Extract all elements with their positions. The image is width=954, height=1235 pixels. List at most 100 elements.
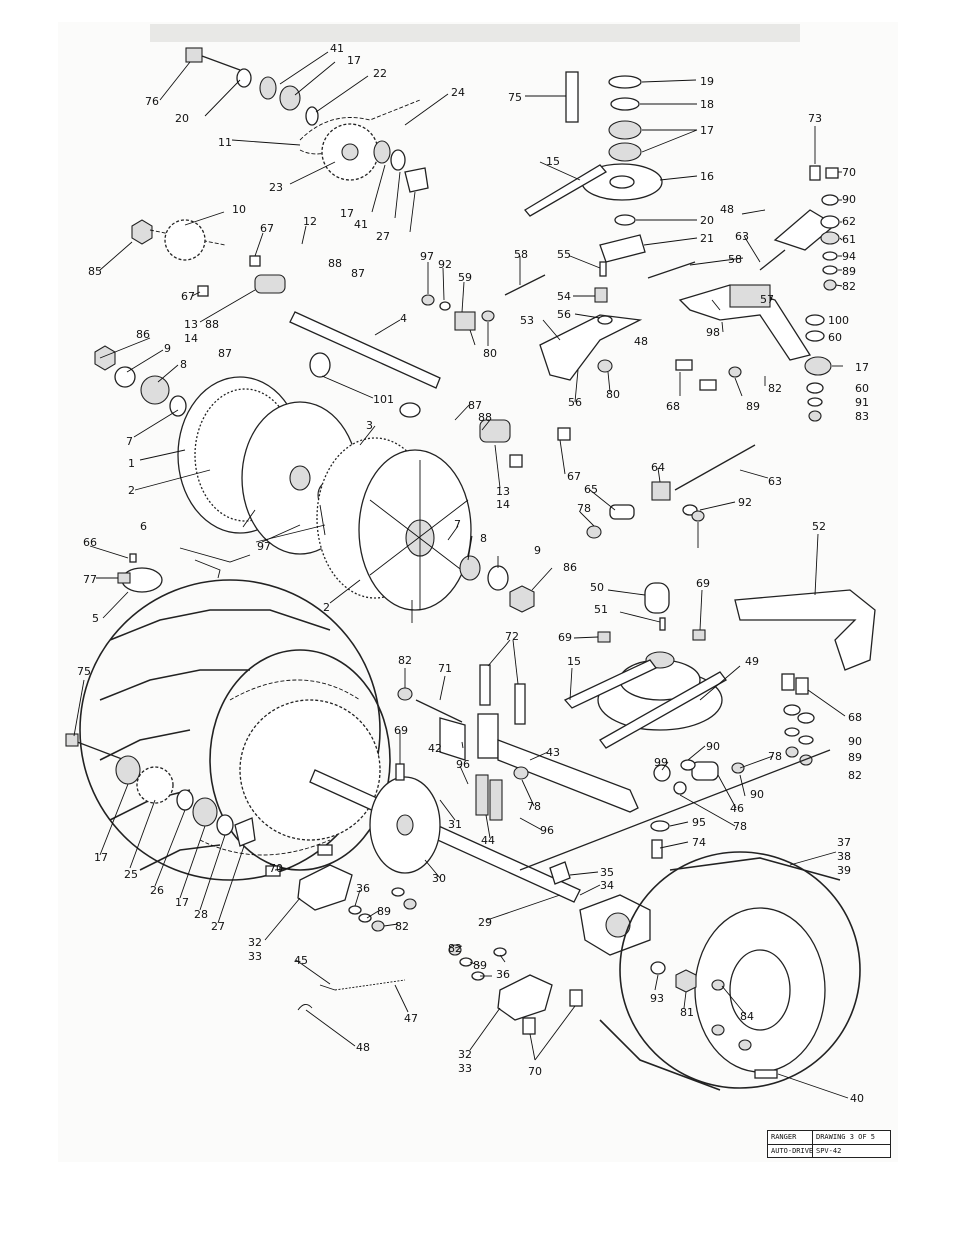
washer-95 (650, 820, 670, 832)
callout: 58 (728, 253, 742, 266)
callout: 87 (351, 267, 365, 280)
bushing-62 (820, 215, 840, 229)
callout: 9 (534, 544, 541, 557)
axle-assembly (309, 664, 831, 956)
bracket-27 (404, 167, 429, 193)
callout: 89 (842, 265, 856, 278)
bracket-42 (439, 717, 466, 761)
belt-15 (524, 164, 608, 217)
callout: 6 (140, 520, 147, 533)
hub-plate-hole (396, 814, 414, 836)
callout: 92 (738, 496, 752, 509)
callout: 99 (654, 756, 668, 769)
bolt-69c (395, 763, 405, 781)
callout: 41 (354, 218, 368, 231)
rod-58 (647, 261, 696, 279)
callout: 61 (842, 233, 856, 246)
pin-48 (297, 1004, 313, 1011)
belt-15c (599, 671, 727, 749)
callout: 36 (496, 968, 510, 981)
callout: 65 (584, 483, 598, 496)
sprocket-25 (136, 766, 174, 804)
bolt-head-76 (185, 47, 203, 63)
belt-15b (563, 659, 657, 709)
callout: 11 (218, 136, 232, 149)
right-tire-tread-b (599, 1019, 721, 1091)
title-block-drawing-number: DRAWING 3 OF 5 (816, 1133, 876, 1141)
lower-left-hardware (265, 844, 583, 1035)
callout: 18 (700, 98, 714, 111)
nut-84c (738, 1039, 752, 1051)
bolt-72 (479, 664, 491, 706)
bearing-17b (373, 140, 391, 164)
callout: 34 (600, 879, 614, 892)
bracket-27l (234, 817, 256, 847)
callout: 17 (855, 361, 869, 374)
callout: 20 (175, 112, 189, 125)
callout: 57 (760, 293, 774, 306)
callout: 31 (448, 818, 462, 831)
callout: 28 (194, 908, 208, 921)
callout: 95 (692, 816, 706, 829)
key-35 (549, 861, 571, 885)
callout: 67 (567, 470, 581, 483)
callout: 60 (855, 382, 869, 395)
callout: 81 (680, 1006, 694, 1019)
washer-89l (358, 913, 372, 923)
callout: 37 (837, 836, 851, 849)
right-tire-tread-a (669, 857, 841, 881)
washer-56 (597, 315, 613, 325)
callout: 48 (356, 1041, 370, 1054)
pad-44b (489, 779, 503, 821)
callout: 41 (330, 42, 344, 55)
nut-84a (711, 979, 725, 991)
flange-32b (497, 974, 553, 1021)
strap-52 (734, 589, 876, 671)
washer-89 (822, 265, 838, 275)
left-tire-tread-a (109, 609, 331, 641)
callout: 82 (848, 769, 862, 782)
nut-84b (711, 1024, 725, 1036)
drum-2-spoke-c (369, 499, 469, 576)
spring-65 (609, 504, 635, 520)
callout: 90 (842, 193, 856, 206)
callout: 17 (340, 207, 354, 220)
callout: 23 (269, 181, 283, 194)
nut-83 (808, 410, 822, 422)
callout: 8 (480, 532, 487, 545)
callout: 78 (577, 502, 591, 515)
callout: 3 (366, 419, 373, 432)
bolt-71 (415, 699, 463, 723)
fitting-55 (599, 261, 607, 277)
callout: 32 (248, 936, 262, 949)
leader-lines (73, 51, 849, 1099)
washer-94 (822, 251, 838, 261)
washer-90r2 (797, 712, 815, 724)
callout: 44 (481, 834, 495, 847)
rod-63 (759, 249, 786, 271)
callout: 22 (373, 67, 387, 80)
clip-9b (487, 565, 509, 591)
screw-66 (129, 553, 137, 563)
nut-78c (731, 762, 745, 774)
washer-78b (673, 781, 687, 795)
bolt-75 (565, 71, 579, 123)
bolt-68 (675, 359, 693, 371)
nut-81 (675, 969, 697, 993)
bearing-41 (259, 76, 277, 100)
callout: 80 (483, 347, 497, 360)
keys-and-clamp (117, 547, 251, 593)
callout: 55 (557, 248, 571, 261)
callout: 47 (404, 1012, 418, 1025)
callout: 17 (347, 54, 361, 67)
right-rim-center (729, 949, 791, 1031)
key-6a (179, 547, 251, 563)
callout: 68 (666, 400, 680, 413)
callout: 93 (650, 992, 664, 1005)
pad-44 (475, 774, 489, 816)
bolt-74 (651, 839, 663, 859)
bolt-70c (522, 1017, 536, 1035)
nut-82l (371, 920, 385, 932)
callout: 82 (448, 942, 462, 955)
top-left-drive-group (185, 47, 429, 193)
